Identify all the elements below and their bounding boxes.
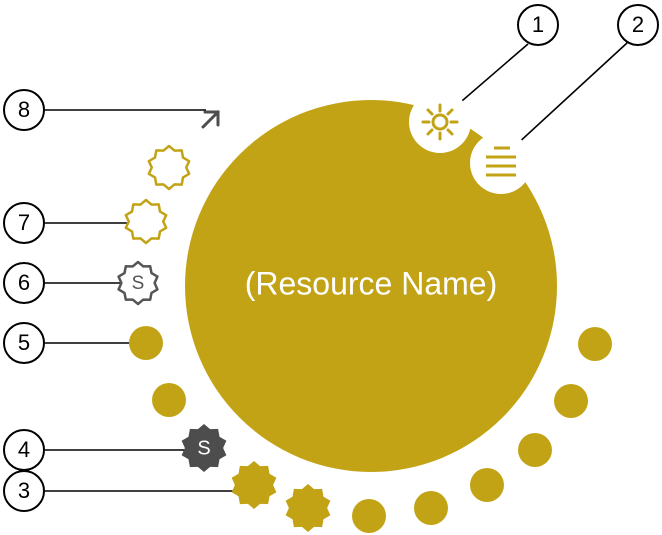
orbit-dot[interactable] <box>470 468 504 502</box>
callout-markers: 1 2 8 7 6 5 4 3 <box>3 4 659 512</box>
orbit-dots <box>129 326 612 533</box>
filled-seal-badge[interactable] <box>285 484 331 532</box>
arrow-up-right-icon <box>201 110 220 129</box>
filled-seal-badge-callout-3[interactable] <box>231 461 277 509</box>
settings-button[interactable] <box>409 91 471 153</box>
callout-4: 4 <box>3 429 45 471</box>
callout-4-number: 4 <box>18 437 30 462</box>
callout-5-number: 5 <box>18 330 30 355</box>
menu-button[interactable] <box>470 132 532 194</box>
callout-5: 5 <box>3 322 45 364</box>
callout-2: 2 <box>617 4 659 46</box>
resource-name: (Resource Name) <box>245 265 498 301</box>
callout-3: 3 <box>3 470 45 512</box>
callout-2-number: 2 <box>632 12 644 37</box>
outline-badge-letter: S <box>132 273 145 294</box>
callout-8-number: 8 <box>18 97 30 122</box>
callout-3-number: 3 <box>18 478 30 503</box>
orbit-dot-callout-5[interactable] <box>129 326 163 360</box>
outline-s-badge[interactable]: S <box>117 260 159 306</box>
callout-1-number: 1 <box>532 12 544 37</box>
callout-7-number: 7 <box>18 210 30 235</box>
menu-icon <box>486 146 516 177</box>
callout-8: 8 <box>3 89 45 131</box>
orbit-dot[interactable] <box>352 499 386 533</box>
dark-s-badge[interactable]: S <box>181 424 227 472</box>
leader-line-2 <box>502 42 628 158</box>
callout-6-number: 6 <box>18 270 30 295</box>
callout-1: 1 <box>517 4 559 46</box>
outline-seal-badge[interactable] <box>147 144 191 191</box>
callout-6: 6 <box>3 262 45 304</box>
dark-badge-letter: S <box>197 437 210 459</box>
leader-lines <box>45 42 628 492</box>
outline-seal-badge-callout-7[interactable] <box>124 198 168 245</box>
resource-circle[interactable] <box>185 100 557 472</box>
orbit-dot[interactable] <box>554 384 588 418</box>
orbit-dot[interactable] <box>578 327 612 361</box>
orbit-dot[interactable] <box>518 433 552 467</box>
callout-7: 7 <box>3 202 45 244</box>
gear-icon <box>421 103 459 141</box>
orbit-dot[interactable] <box>152 383 186 417</box>
orbit-dot[interactable] <box>414 491 448 525</box>
